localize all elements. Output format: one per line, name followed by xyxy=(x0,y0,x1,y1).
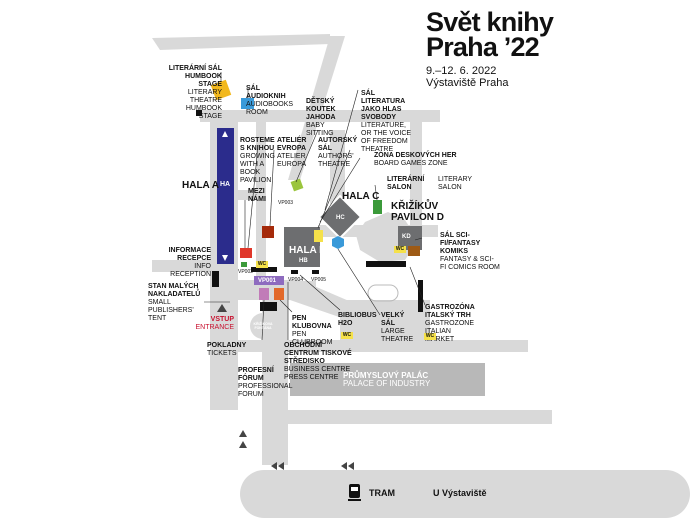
vp002-label: VP002 xyxy=(238,269,254,275)
krizikuv-label[interactable]: KŘIŽÍKŮV PAVILON D xyxy=(391,201,444,223)
board-games-label[interactable]: ZÓNA DESKOVÝCH HER BOARD GAMES ZONE xyxy=(374,152,464,168)
small-publishers-en: SMALL PUBLISHERS' TENT xyxy=(148,299,194,322)
large-theatre-cz: VELKÝ SÁL xyxy=(381,312,405,327)
info-reception-label[interactable]: INFORMACE RECEPCE INFO RECEPTION xyxy=(166,247,211,279)
tram-label: TRAM xyxy=(369,488,395,498)
authors-theatre-cz: AUTORSKÝ SÁL xyxy=(318,137,358,152)
event-dates: 9.–12. 6. 2022 xyxy=(426,65,497,77)
large-theatre-label[interactable]: VELKÝ SÁL LARGE THEATRE xyxy=(381,312,413,344)
freedom-theatre-cz: SÁL LITERATURA JAKO HLAS SVOBODY xyxy=(361,90,405,121)
literary-salon-en-label: LITERARY SALON xyxy=(438,176,478,192)
vp005-label: VP005 xyxy=(311,277,327,283)
board-games-cz: ZÓNA DESKOVÝCH HER xyxy=(374,152,457,159)
growing-pavilion-en: GROWING WITH A BOOK PAVILION xyxy=(240,153,275,184)
tram-icon xyxy=(348,484,361,501)
palace-of-industry-en: PALACE OF INDUSTRY xyxy=(343,379,431,388)
svg-text:FONTÁNA: FONTÁNA xyxy=(254,325,272,330)
scifi-room-label[interactable]: SÁL SCI-FI/FANTASY KOMIKS FANTASY & SCI-… xyxy=(440,232,500,272)
event-title-line1: Svět knihy xyxy=(426,7,554,37)
wc-badge-1: WC xyxy=(256,261,268,268)
professional-forum-cz: PROFESNÍ FÓRUM xyxy=(238,367,274,382)
mezi-nami-label[interactable]: MEZI NÁMI xyxy=(248,188,266,203)
professional-forum-label[interactable]: PROFESNÍ FÓRUM PROFESSIONAL FORUM xyxy=(238,367,293,399)
audiobooks-en: AUDIOBOOKS ROOM xyxy=(246,101,294,116)
krizikuv-badge: KD xyxy=(402,234,411,240)
scifi-room-cz: SÁL SCI-FI/FANTASY KOMIKS xyxy=(440,232,481,255)
pen-clubroom-en: PEN CLUBROOM xyxy=(292,331,333,346)
leader-lines xyxy=(204,72,426,341)
hala-a-label[interactable]: HALA A xyxy=(182,180,220,191)
audiobooks-label[interactable]: SÁL AUDIOKNIH AUDIOBOOKS ROOM xyxy=(246,85,296,117)
literary-salon-cz: LITERÁRNÍ SALON xyxy=(387,176,425,191)
gastrozone-en: GASTROZONE ITALIAN MARKET xyxy=(425,320,475,343)
freedom-theatre-en: LITERATURE, OR THE VOICE OF FREEDOM THEA… xyxy=(361,122,412,153)
small-publishers-label[interactable]: STAN MALÝCH NAKLADATELŮ SMALL PUBLISHERS… xyxy=(148,283,206,323)
hala-c-badge: HC xyxy=(336,215,345,221)
freedom-theatre-label[interactable]: SÁL LITERATURA JAKO HLAS SVOBODY LITERAT… xyxy=(361,90,413,154)
hala-c-label[interactable]: HALA C xyxy=(342,191,380,202)
entrance-label[interactable]: VSTUP ENTRANCE xyxy=(194,316,234,332)
event-title-line2: Praha ’22 xyxy=(426,32,540,62)
event-title: Svět knihy Praha ’22 xyxy=(426,7,554,62)
wc-badge-3: WC xyxy=(341,332,353,339)
scifi-room-en: FANTASY & SCI-FI COMICS ROOM xyxy=(440,256,500,271)
atelier-label[interactable]: ATELIÉR EVROPA ATELIER EUROPA xyxy=(277,137,309,169)
vp001-marker xyxy=(254,276,284,285)
babysitting-en: BABY SITTING xyxy=(306,122,334,137)
business-centre-cz: OBCHODNÍ CENTRUM TISKOVÉ STŘEDISKO xyxy=(284,342,352,365)
literary-salon-label[interactable]: LITERÁRNÍ SALON xyxy=(387,176,427,192)
humbook-stage-en: LITERARY THEATRE HUMBOOK STAGE xyxy=(185,89,222,120)
small-publishers-cz: STAN MALÝCH NAKLADATELŮ xyxy=(148,283,201,298)
humbook-stage-cz: LITERÁRNÍ SÁL HUMBOOK STAGE xyxy=(168,65,222,88)
business-centre-label[interactable]: OBCHODNÍ CENTRUM TISKOVÉ STŘEDISKO BUSIN… xyxy=(284,342,354,382)
pen-clubroom-cz: PEN KLUBOVNA xyxy=(292,315,332,330)
vp003-label: VP003 xyxy=(278,200,294,206)
audiobooks-room-marker[interactable] xyxy=(241,98,254,109)
gastrozone-label[interactable]: GASTROZÓNA ITALSKÝ TRH GASTROZONE ITALIA… xyxy=(425,304,480,344)
hala-b-badge: HB xyxy=(299,258,308,264)
board-games-en: BOARD GAMES ZONE xyxy=(374,160,448,167)
info-reception-en: INFO RECEPTION xyxy=(170,263,211,278)
atelier-en: ATELIER EUROPA xyxy=(277,153,307,168)
entrance-en: ENTRANCE xyxy=(195,324,234,331)
humbook-stage-marker[interactable] xyxy=(210,79,232,101)
wc-badge-4: WC xyxy=(424,333,436,340)
audiobooks-cz: SÁL AUDIOKNIH xyxy=(246,85,286,100)
entrance-cz: VSTUP xyxy=(210,316,234,323)
bibliobus-cz: BIBLIOBUS H2O xyxy=(338,312,377,327)
literary-salon-en: LITERARY SALON xyxy=(438,176,472,191)
event-place: Výstaviště Praha xyxy=(426,77,509,89)
babysitting-cz: DĚTSKÝ KOUTEK JAHODA xyxy=(306,98,336,121)
babysitting-label[interactable]: DĚTSKÝ KOUTEK JAHODA BABY SITTING xyxy=(306,98,344,138)
professional-forum-en: PROFESSIONAL FORUM xyxy=(238,383,293,398)
palace-of-industry-label[interactable]: PRŮMYSLOVÝ PALÁC PALACE OF INDUSTRY xyxy=(343,372,430,388)
vp001-label: VP001 xyxy=(258,278,277,284)
pen-clubroom-label[interactable]: PEN KLUBOVNA PEN CLUBROOM xyxy=(292,315,332,347)
hala-a-badge: HA xyxy=(220,181,231,188)
paths xyxy=(152,34,690,518)
vp004-label: VP004 xyxy=(288,277,304,283)
tram-stop-label[interactable]: U Výstaviště xyxy=(433,488,487,498)
growing-pavilion-label[interactable]: ROSTEME S KNIHOU GROWING WITH A BOOK PAV… xyxy=(240,137,276,185)
palace-of-industry-cz: PRŮMYSLOVÝ PALÁC xyxy=(343,371,429,380)
palace-of-industry-building[interactable] xyxy=(290,363,485,396)
gastrozone-cz: GASTROZÓNA ITALSKÝ TRH xyxy=(425,304,475,319)
hala-b-label[interactable]: HALA B xyxy=(289,245,327,256)
atelier-cz: ATELIÉR EVROPA xyxy=(277,137,307,152)
tickets-en: TICKETS xyxy=(207,350,237,357)
wc-badge-2: WC xyxy=(394,246,406,253)
hala-a-building xyxy=(217,128,234,264)
tickets-label[interactable]: POKLADNY TICKETS xyxy=(207,342,247,358)
info-reception-cz: INFORMACE RECEPCE xyxy=(168,247,211,262)
authors-theatre-en: AUTHORS' THEATRE xyxy=(318,153,354,168)
svg-text:KŘIŽÍKOVA: KŘIŽÍKOVA xyxy=(254,321,273,326)
growing-pavilion-cz: ROSTEME S KNIHOU xyxy=(240,137,275,152)
business-centre-en: BUSINESS CENTRE PRESS CENTRE xyxy=(284,366,351,381)
bibliobus-label[interactable]: BIBLIOBUS H2O xyxy=(338,312,377,328)
humbook-stage-label[interactable]: LITERÁRNÍ SÁL HUMBOOK STAGE LITERARY THE… xyxy=(166,65,222,121)
authors-theatre-label[interactable]: AUTORSKÝ SÁL AUTHORS' THEATRE xyxy=(318,137,358,169)
large-theatre-en: LARGE THEATRE xyxy=(381,328,414,343)
tickets-cz: POKLADNY xyxy=(207,342,247,349)
